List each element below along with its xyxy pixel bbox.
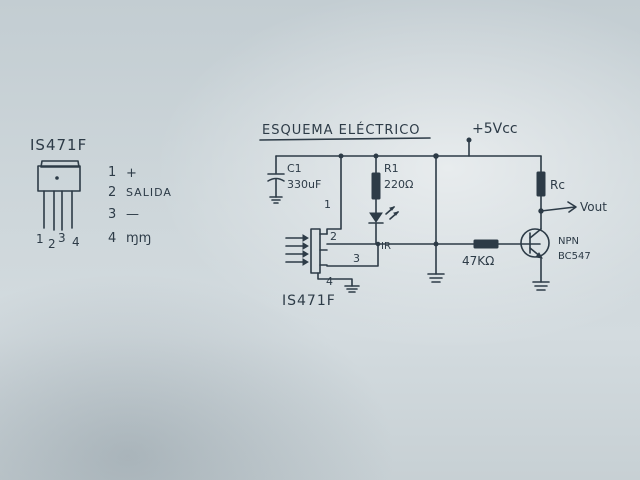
diagram-title: ESQUEMA ELÉCTRICO bbox=[259, 122, 431, 141]
legend-text-2: SALIDA bbox=[126, 186, 172, 199]
legend-num-1: 1 bbox=[108, 165, 116, 180]
pinout-part-label: IS471F bbox=[30, 136, 87, 154]
r1-value: 220Ω bbox=[384, 178, 413, 191]
sensor-wiring bbox=[317, 155, 541, 293]
base-resistor bbox=[473, 239, 499, 249]
pin-number-1: 1 bbox=[36, 232, 44, 246]
output-arrow-icon bbox=[540, 201, 577, 213]
pin-number-3: 3 bbox=[58, 231, 66, 245]
sensor-body bbox=[310, 228, 328, 274]
npn-transistor-icon bbox=[520, 210, 550, 291]
ir-label: IR bbox=[381, 241, 391, 252]
legend-num-2: 2 bbox=[108, 185, 116, 200]
sensor-pin-1: 1 bbox=[324, 198, 331, 211]
transistor-type: NPN bbox=[558, 236, 579, 247]
ir-incoming-arrows-icon bbox=[285, 234, 309, 266]
pinout-sketch: IS471F 1 2 3 4 1 + 2 SALIDA 3 — 4 ɱɱ bbox=[30, 136, 172, 251]
legend-num-4: 4 bbox=[108, 231, 116, 246]
vout-label: Vout bbox=[580, 200, 607, 214]
legend-text-4: ɱɱ bbox=[126, 231, 151, 246]
c1-ref: C1 bbox=[287, 162, 302, 175]
legend-text-1: + bbox=[126, 166, 137, 181]
sensor-pin-3: 3 bbox=[353, 252, 360, 265]
pin-number-4: 4 bbox=[72, 235, 80, 249]
transistor-model: BC547 bbox=[558, 251, 591, 262]
pin-number-2: 2 bbox=[48, 237, 56, 251]
legend-num-3: 3 bbox=[108, 207, 116, 222]
ic-package-icon bbox=[37, 160, 81, 231]
sensor-part-label: IS471F bbox=[282, 293, 336, 309]
sensor-pin-4: 4 bbox=[326, 275, 333, 288]
legend-text-3: — bbox=[126, 207, 139, 222]
pin-legend: 1 + 2 SALIDA 3 — 4 ɱɱ bbox=[108, 165, 172, 246]
r1-ref: R1 bbox=[384, 162, 399, 175]
rail-ground-wire bbox=[427, 155, 445, 283]
c1-value: 330uF bbox=[287, 178, 321, 191]
base-resistor-value: 47KΩ bbox=[462, 254, 494, 268]
capacitor-c1 bbox=[267, 155, 285, 204]
resistor-rc bbox=[536, 155, 546, 214]
title-text: ESQUEMA ELÉCTRICO bbox=[262, 122, 421, 138]
resistor-r1 bbox=[371, 155, 381, 214]
top-rail-wire bbox=[275, 153, 542, 159]
supply-node bbox=[466, 137, 472, 157]
ir-led-icon bbox=[368, 206, 400, 245]
sensor-pin-2: 2 bbox=[330, 230, 337, 243]
supply-label: +5Vcc bbox=[472, 121, 518, 137]
rc-ref: Rc bbox=[550, 178, 565, 192]
